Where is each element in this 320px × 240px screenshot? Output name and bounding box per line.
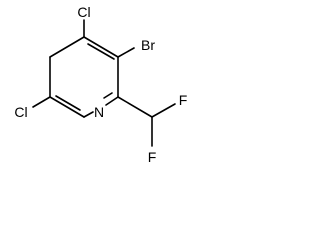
bond-c6-c5-inner: [55, 95, 81, 111]
atom-labels: Cl Br Cl N F F: [14, 4, 187, 165]
atom-n: N: [94, 104, 104, 120]
substituent-bonds: [32, 19, 176, 147]
atom-cl-left: Cl: [14, 104, 27, 120]
atom-br: Br: [141, 37, 155, 53]
bond-c3-br: [117, 47, 135, 58]
bond-c4-c5: [49, 36, 85, 58]
ring-bonds: [49, 36, 119, 118]
bond-c2-n-inner: [103, 92, 113, 99]
bond-chf2-f-right: [151, 103, 176, 118]
atom-cl-top: Cl: [77, 4, 90, 20]
molecule-structure: Cl Br Cl N F F: [14, 4, 187, 165]
bond-c2-chf2: [117, 96, 153, 118]
atom-f-bottom: F: [148, 149, 157, 165]
bond-c4-c3: [83, 36, 119, 58]
bond-n-c6: [83, 111, 94, 118]
bond-c4-c3-inner: [87, 43, 115, 60]
bond-c2-n: [105, 96, 119, 106]
bond-c6-cl: [32, 96, 51, 108]
bond-c6-c5: [49, 96, 85, 118]
atom-f-right: F: [179, 92, 188, 108]
